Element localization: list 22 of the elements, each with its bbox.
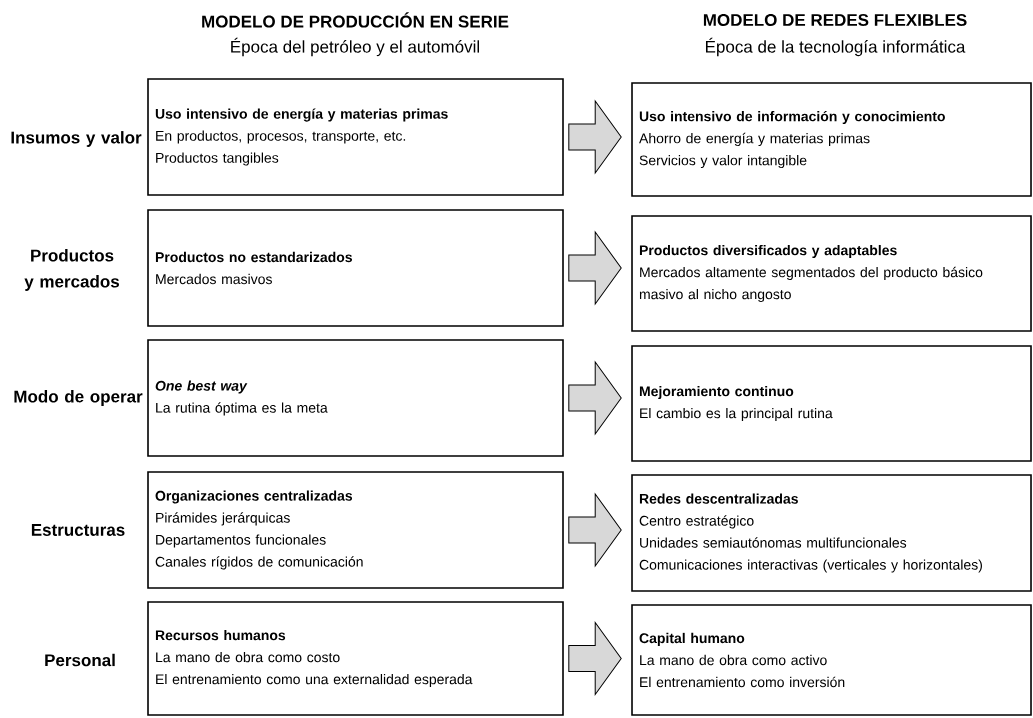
row-label: Personal — [45, 653, 115, 667]
column-heading: MODELO DE PRODUCCIÓN EN SERIE — [202, 12, 509, 28]
text-box: One best way La rutina óptima es la meta — [147, 339, 564, 457]
block-arrow — [568, 493, 622, 567]
text-box: Redes descentralizadas Centro estratégico Unidades semiautónomas multifuncionales Comunicaciones interactivas (verticales y horizontales) — [631, 474, 1032, 592]
text-box: Mejoramiento continuo El cambio es la principal rutina — [631, 345, 1032, 462]
text-box: Organizaciones centralizadas Pirámides jerárquicas Departamentos funcionales Canales rígidos de comunicación — [147, 471, 564, 589]
block-arrow — [568, 361, 622, 435]
column-heading: MODELO DE REDES FLEXIBLES — [703, 13, 967, 26]
text-box: Uso intensivo de energía y materias primas En productos, procesos, transporte, etc. Productos tangibles — [147, 78, 564, 196]
text-box: Productos no estandarizados Mercados masivos — [147, 209, 564, 327]
block-arrow — [568, 231, 622, 305]
column-subheading: Época del petróleo y el automóvil — [231, 37, 480, 57]
text-box: Uso intensivo de información y conocimiento Ahorro de energía y materias primas Servicios y valor intangible — [631, 82, 1032, 197]
text-box: Capital humano La mano de obra como activo El entrenamiento como inversión — [631, 604, 1032, 716]
block-arrow — [568, 622, 622, 695]
column-subheading: Época de la tecnología informática — [706, 37, 966, 57]
row-label: Estructuras — [31, 524, 125, 536]
text-box: Recursos humanos La mano de obra como costo El entrenamiento como una externalidad esperada — [147, 601, 564, 716]
block-arrow — [568, 100, 622, 174]
text-box: Productos diversificados y adaptables Mercados altamente segmentados del producto básico masivo al nicho angosto — [631, 215, 1032, 332]
row-label: Productos y mercados — [24, 249, 119, 291]
